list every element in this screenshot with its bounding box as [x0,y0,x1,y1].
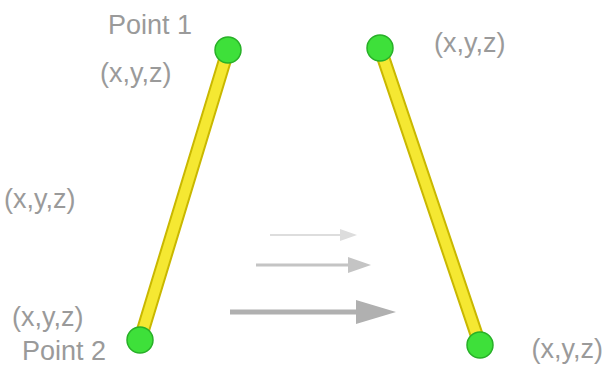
coordinate-label: Point 2 [22,336,106,367]
coordinate-label: (x,y,z) [434,28,505,59]
point-name: Point 1 [108,10,192,41]
coordinate-label: (x,y,z) [532,334,603,365]
coordinate-label: (x,y,z) [100,58,171,89]
label: (x,y,z) [4,184,75,215]
motion-arrows [230,229,396,324]
point-name: (x,y,z) [12,302,83,333]
